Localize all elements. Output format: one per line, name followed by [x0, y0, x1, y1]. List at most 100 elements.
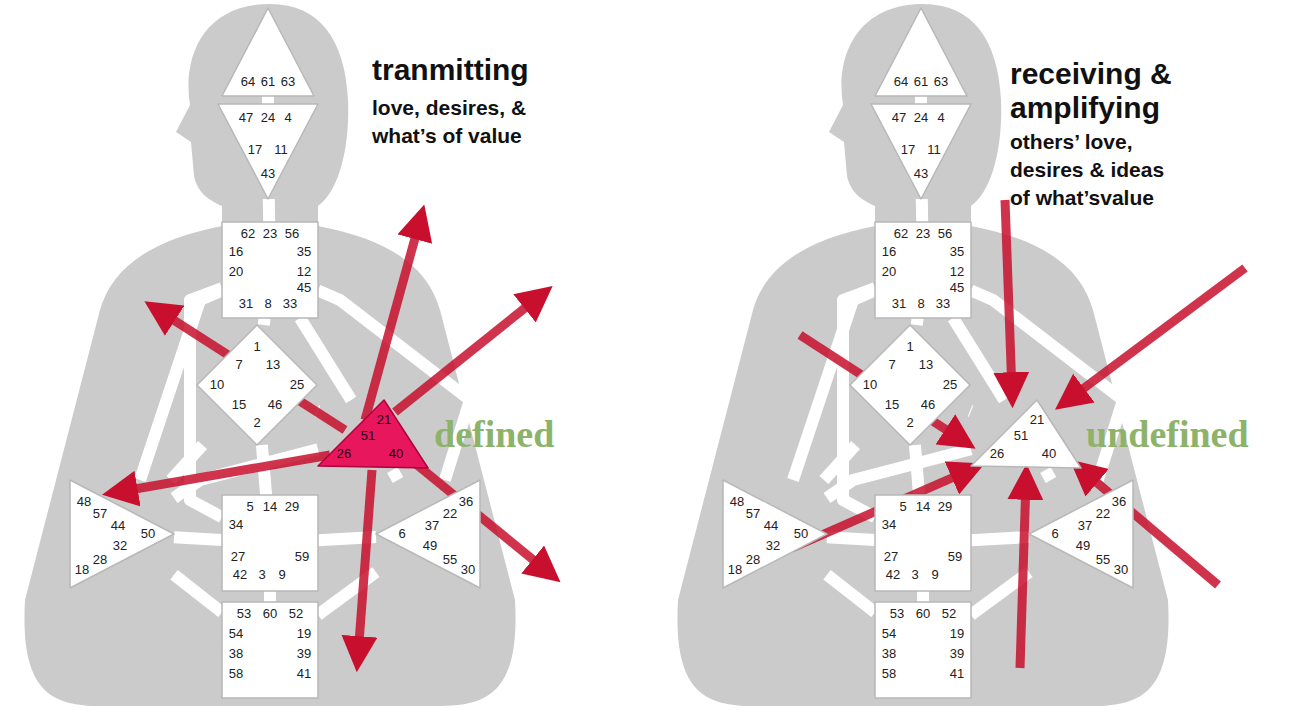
gate-number: 16: [229, 245, 243, 259]
gate-number: 55: [443, 553, 457, 567]
gate-number: 2: [253, 416, 260, 430]
gate-number: 4: [937, 111, 944, 125]
root-center: 536052541938395841: [875, 602, 971, 698]
gate-number: 64: [241, 75, 255, 89]
gate-number: 11: [927, 143, 941, 157]
gate-number: 45: [297, 281, 311, 295]
g-center: 1713102515462: [197, 325, 317, 445]
state-label: defined: [434, 412, 554, 456]
heading-text: amplifying: [1010, 90, 1160, 125]
gate-number: 29: [938, 500, 952, 514]
gate-number: 50: [794, 527, 808, 541]
gate-number: 39: [950, 647, 964, 661]
receive-arrow: [1068, 268, 1245, 400]
gate-number: 20: [229, 265, 243, 279]
gate-number: 61: [914, 75, 928, 89]
gate-number: 46: [921, 398, 935, 412]
gate-number: 26: [337, 447, 351, 461]
channel-line: [174, 575, 222, 613]
gate-number: 62: [894, 227, 908, 241]
receive-arrow: [1005, 200, 1012, 392]
transmit-arrow: [395, 296, 540, 412]
gate-number: 5: [899, 500, 906, 514]
gate-number: 44: [111, 519, 125, 533]
gate-number: 42: [886, 568, 900, 582]
heading-text: desires & ideas: [1010, 158, 1164, 182]
gate-number: 7: [235, 358, 242, 372]
gate-number: 17: [901, 143, 915, 157]
state-label: undefined: [1086, 412, 1249, 456]
gate-number: 3: [258, 568, 265, 582]
gate-number: 24: [914, 111, 928, 125]
channel-line: [915, 445, 919, 495]
gate-number: 53: [237, 607, 251, 621]
gate-number: 11: [274, 143, 288, 157]
channel-line: [827, 537, 875, 540]
gate-number: 36: [459, 495, 473, 509]
gate-number: 9: [278, 568, 285, 582]
gate-number: 28: [746, 553, 760, 567]
gate-number: 4: [284, 111, 291, 125]
channel-line: [917, 591, 929, 602]
gate-number: 64: [894, 75, 908, 89]
gate-number: 15: [232, 398, 246, 412]
gate-number: 26: [990, 447, 1004, 461]
gate-number: 16: [882, 245, 896, 259]
head-center: 64 61 63: [875, 8, 967, 96]
gate-number: 48: [77, 495, 91, 509]
gate-number: 27: [884, 550, 898, 564]
channel-line: [827, 575, 875, 613]
gate-number: 45: [950, 281, 964, 295]
channel-line: [258, 318, 271, 325]
heading-text: love, desires, &: [372, 96, 526, 120]
ajna-center: 47244171143: [871, 104, 971, 199]
channel-line: [970, 405, 971, 417]
channel-line: [911, 318, 924, 325]
gate-number: 28: [93, 553, 107, 567]
gate-number: 44: [764, 519, 778, 533]
gate-number: 41: [297, 667, 311, 681]
gate-number: 32: [113, 539, 127, 553]
gate-number: 37: [425, 519, 439, 533]
channel-line: [915, 96, 927, 104]
gate-number: 25: [290, 378, 304, 392]
gate-number: 46: [268, 398, 282, 412]
gate-number: 5: [246, 500, 253, 514]
gate-number: 43: [914, 167, 928, 181]
gate-number: 10: [210, 378, 224, 392]
gate-number: 51: [1014, 429, 1028, 443]
sacral-center: 514293427594239: [222, 495, 318, 591]
gate-number: 30: [1114, 563, 1128, 577]
gate-number: 31: [892, 297, 906, 311]
gate-number: 51: [361, 429, 375, 443]
heading-text: what’s of value: [372, 124, 522, 148]
channel-line: [174, 537, 222, 540]
gate-number: 21: [377, 413, 391, 427]
gate-number: 63: [934, 75, 948, 89]
gate-number: 34: [229, 518, 243, 532]
gate-number: 50: [141, 527, 155, 541]
heart-center: 21512640: [971, 400, 1081, 470]
gate-number: 22: [443, 507, 457, 521]
gate-number: 35: [950, 245, 964, 259]
gate-number: 56: [938, 227, 952, 241]
gate-number: 27: [231, 550, 245, 564]
gate-number: 48: [730, 495, 744, 509]
gate-number: 18: [75, 563, 89, 577]
gate-number: 57: [746, 507, 760, 521]
gate-number: 14: [916, 500, 930, 514]
throat-center: 622356163520124531833: [222, 222, 318, 318]
gate-number: 13: [266, 358, 280, 372]
gate-number: 39: [297, 647, 311, 661]
gate-number: 7: [888, 358, 895, 372]
gate-number: 57: [93, 507, 107, 521]
heading-text: receiving &: [1010, 56, 1172, 91]
heart-center: 21512640: [318, 400, 428, 470]
heading-text: tranmitting: [372, 52, 529, 87]
spleen-center: 4857 44 50 32 28 18: [70, 480, 174, 588]
channel-line: [916, 199, 928, 222]
gate-number: 47: [239, 111, 253, 125]
gate-number: 9: [931, 568, 938, 582]
gate-number: 31: [239, 297, 253, 311]
